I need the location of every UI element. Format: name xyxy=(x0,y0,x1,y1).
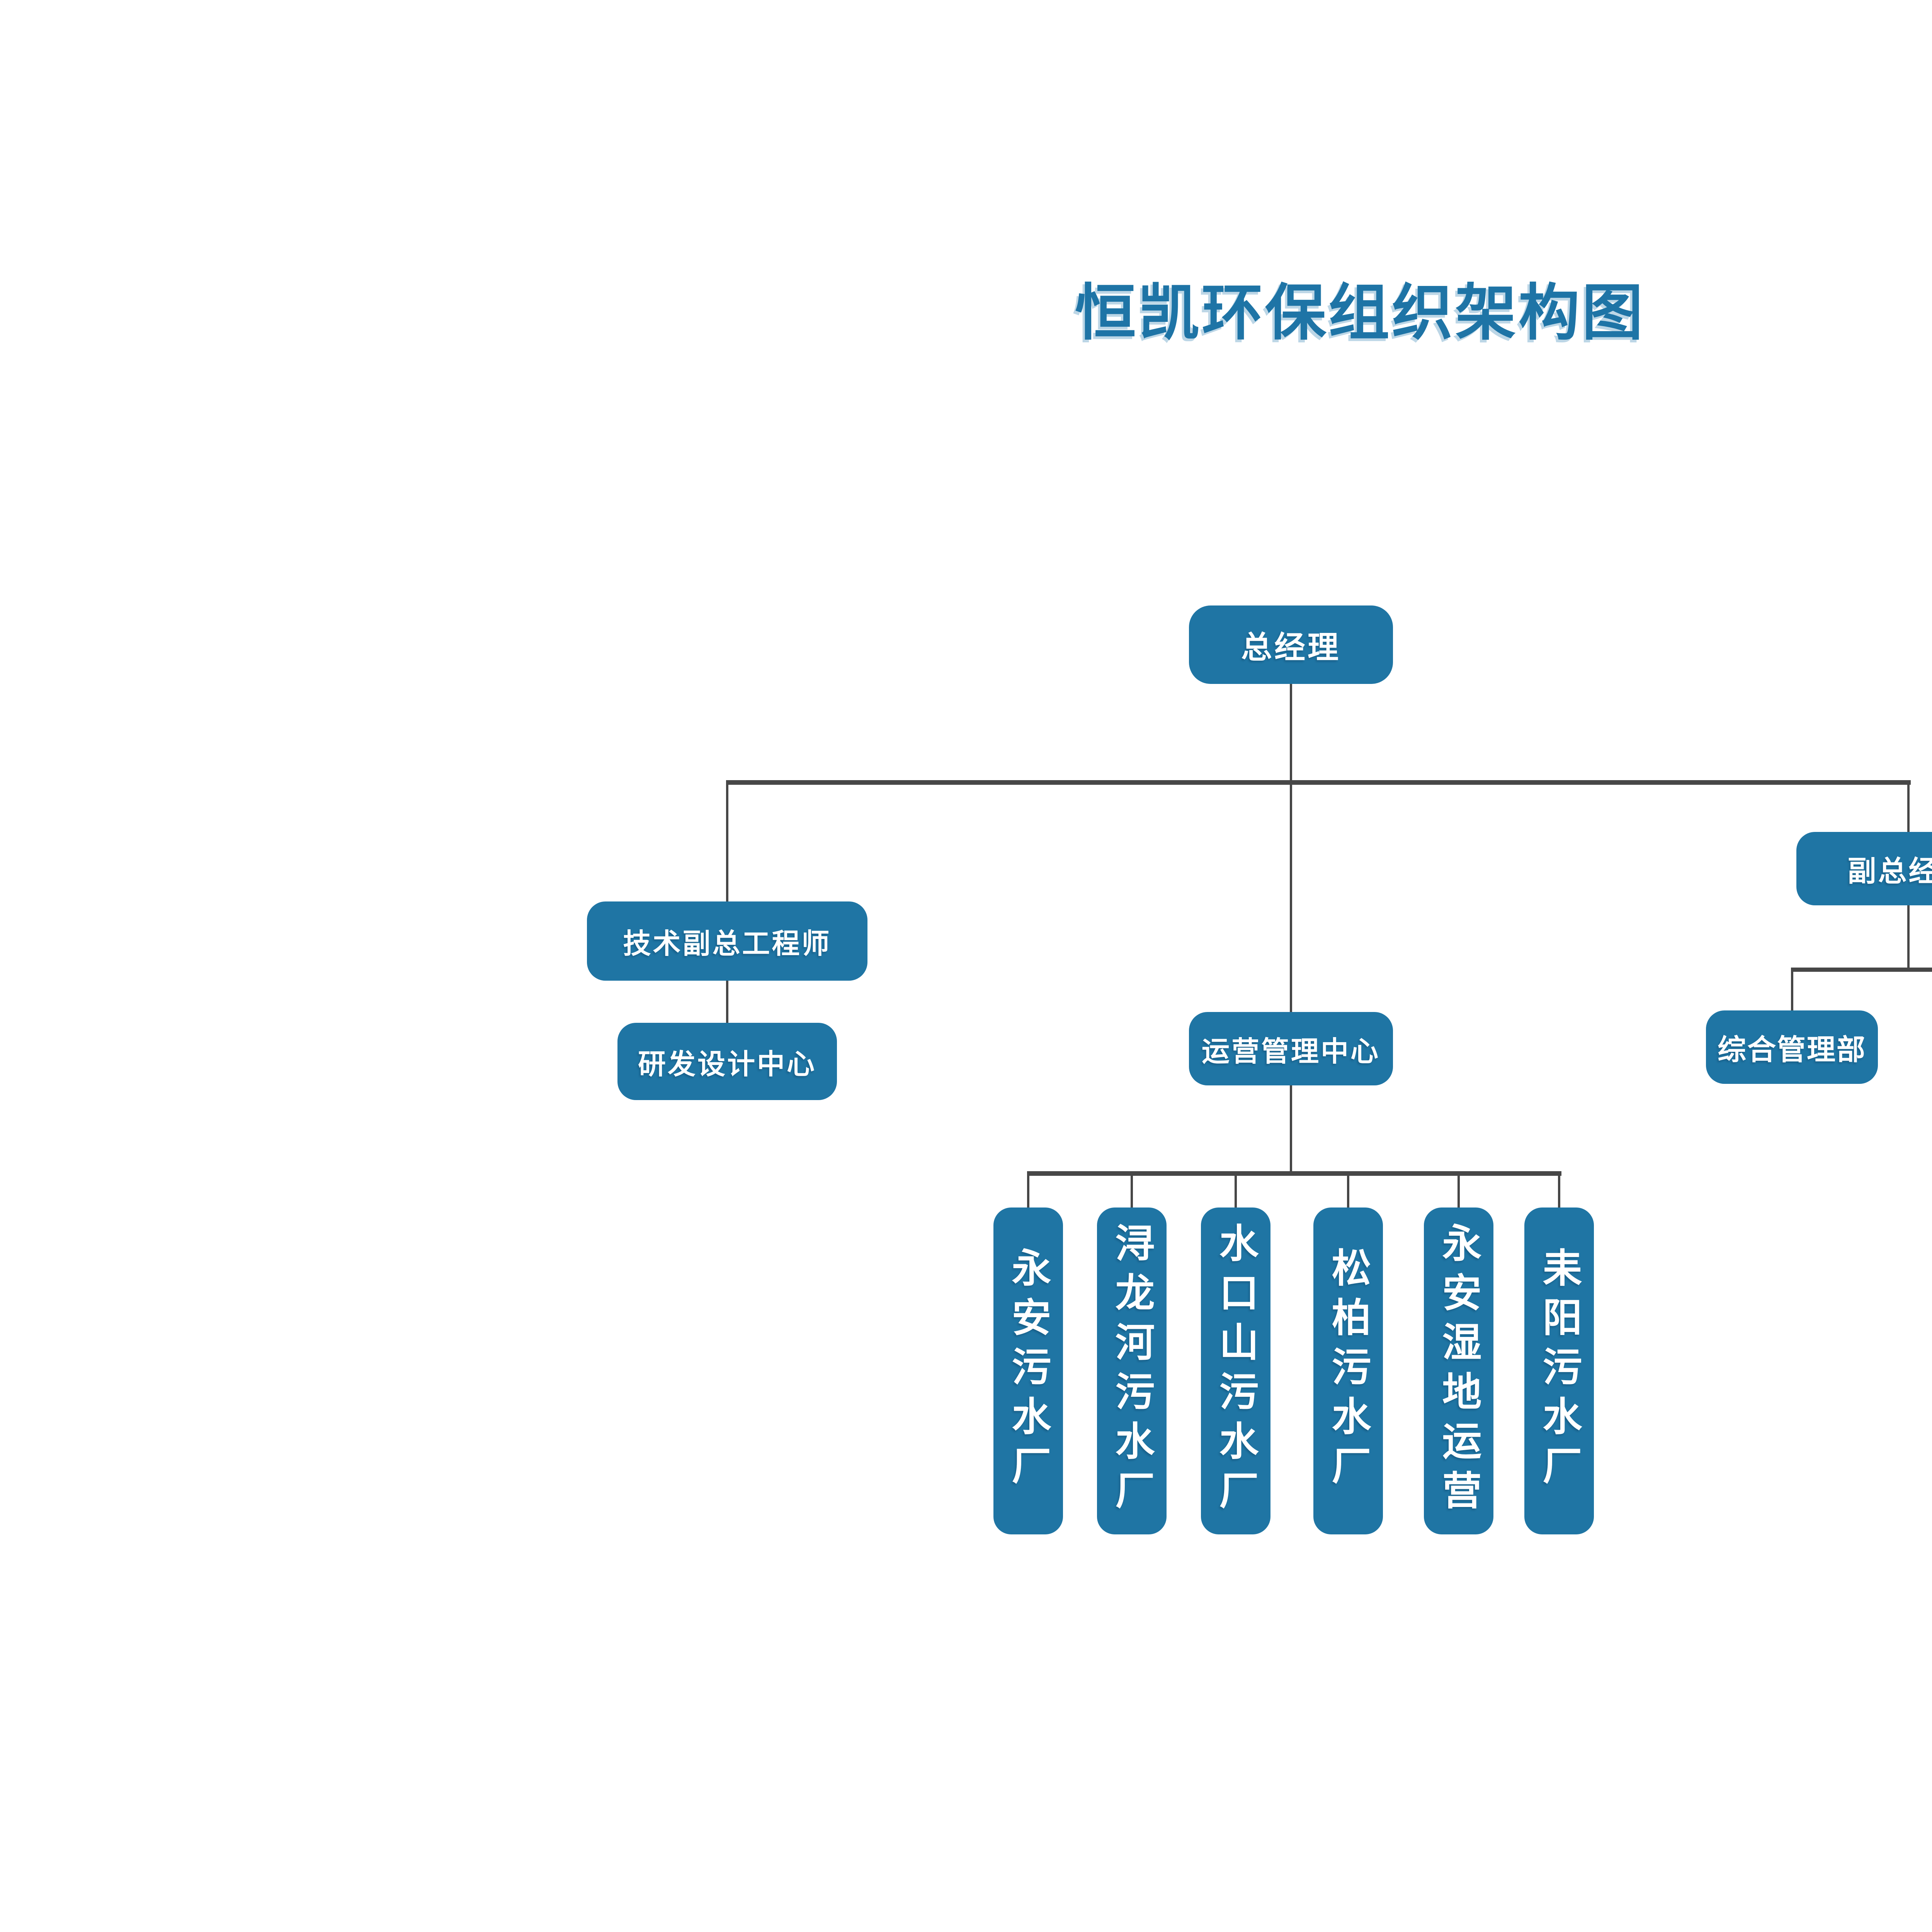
node-ops-management-center[interactable]: 运营管理中心 xyxy=(1189,1012,1393,1085)
node-plant-shuikoushan-sewage-label: 水口山污水厂 xyxy=(1214,1223,1258,1519)
node-plant-yongan-sewage[interactable]: 永安污水厂 xyxy=(993,1208,1063,1534)
node-tech-chief-engineer-label: 技术副总工程师 xyxy=(623,929,832,959)
node-plant-leiyang-sewage-label: 耒阳污水厂 xyxy=(1537,1247,1581,1495)
node-plant-xunlonghe-sewage-label: 浔龙河污水厂 xyxy=(1110,1223,1154,1519)
connector-plants-horizontal xyxy=(1027,1171,1561,1176)
node-ops-management-center-label: 运营管理中心 xyxy=(1201,1036,1380,1067)
connector-to-plant-6-vertical xyxy=(1558,1171,1560,1208)
node-plant-leiyang-sewage[interactable]: 耒阳污水厂 xyxy=(1524,1208,1594,1534)
connector-to-plant-2-vertical xyxy=(1131,1171,1133,1208)
connector-to-deputy-vertical xyxy=(1907,780,1910,834)
node-plant-yongan-sewage-label: 永安污水厂 xyxy=(1006,1247,1050,1495)
node-rd-design-center-label: 研发设计中心 xyxy=(638,1049,816,1080)
node-plant-xunlonghe-sewage[interactable]: 浔龙河污水厂 xyxy=(1097,1208,1167,1534)
node-tech-chief-engineer[interactable]: 技术副总工程师 xyxy=(587,901,867,981)
node-general-admin-dept[interactable]: 综合管理部 xyxy=(1706,1010,1878,1084)
connector-main-horizontal xyxy=(726,780,1911,785)
node-deputy-general-manager-label: 副总经理 xyxy=(1847,855,1932,887)
node-plant-yongan-wetland-ops[interactable]: 永安湿地运营 xyxy=(1424,1208,1493,1534)
connector-deputy-down-vertical xyxy=(1907,903,1910,972)
node-general-manager-label: 总经理 xyxy=(1241,630,1341,665)
connector-ops-down-vertical xyxy=(1290,1083,1292,1176)
node-general-manager[interactable]: 总经理 xyxy=(1189,605,1393,684)
node-deputy-general-manager[interactable]: 副总经理 xyxy=(1796,832,1932,905)
connector-to-plant-5-vertical xyxy=(1458,1171,1460,1208)
node-plant-songbai-sewage-label: 松柏污水厂 xyxy=(1326,1247,1370,1495)
connector-deputy-sub-horizontal xyxy=(1791,968,1932,972)
connector-to-plant-3-vertical xyxy=(1235,1171,1237,1208)
node-plant-yongan-wetland-ops-label: 永安湿地运营 xyxy=(1437,1223,1481,1519)
node-rd-design-center[interactable]: 研发设计中心 xyxy=(617,1023,837,1100)
node-plant-shuikoushan-sewage[interactable]: 水口山污水厂 xyxy=(1201,1208,1270,1534)
connector-gm-to-ops-vertical xyxy=(1290,683,1292,1012)
node-general-admin-dept-label: 综合管理部 xyxy=(1718,1033,1866,1066)
connector-tech-to-rd-vertical xyxy=(726,978,728,1023)
connector-to-admin-vertical xyxy=(1791,968,1793,1012)
node-plant-songbai-sewage[interactable]: 松柏污水厂 xyxy=(1313,1208,1383,1534)
connector-to-plant-4-vertical xyxy=(1347,1171,1349,1208)
page-title: 恒凯环保组织架构图 xyxy=(1075,279,1645,347)
connector-to-tech-vertical xyxy=(726,780,728,904)
connector-to-plant-1-vertical xyxy=(1027,1171,1029,1208)
